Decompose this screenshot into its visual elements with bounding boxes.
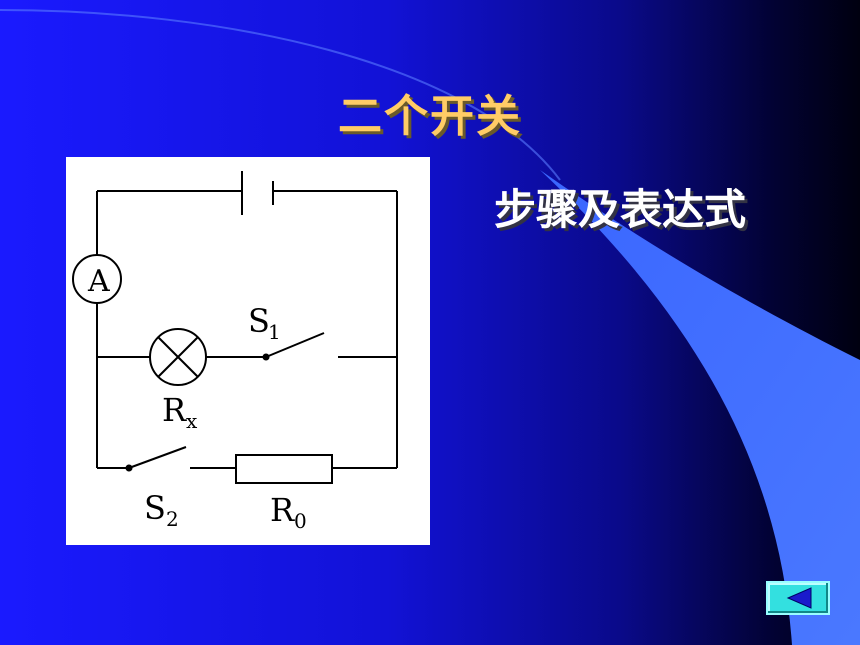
switch-s2-label: S [144,489,166,527]
switch-s1-subscript: 1 [268,320,281,344]
slide-subtitle: 步骤及表达式 [494,185,747,234]
switch-s2-pivot [125,464,133,472]
r0-label: R [270,491,295,529]
rx-subscript: x [186,409,198,433]
back-button[interactable] [766,581,830,615]
resistor-r0-symbol [235,454,333,484]
rx-label: R [162,391,187,429]
switch-s1-pivot [262,353,270,361]
switch-s2-blade [128,446,187,469]
lamp-cross-2 [157,336,199,378]
r0-subscript: 0 [294,509,307,533]
ammeter-label: A [87,264,110,299]
triangle-left-icon [786,587,812,609]
switch-s2-subscript: 2 [166,507,179,531]
circuit-diagram: A S 1 R x S 2 R 0 [66,157,430,545]
swoosh-arc [0,9,561,181]
slide-title: 二个开关 [338,91,522,142]
circuit-schematic: A S 1 R x S 2 R 0 [72,171,398,533]
switch-s1-label: S [248,302,270,340]
swoosh-band [540,170,860,645]
switch-s1-blade [265,332,325,358]
